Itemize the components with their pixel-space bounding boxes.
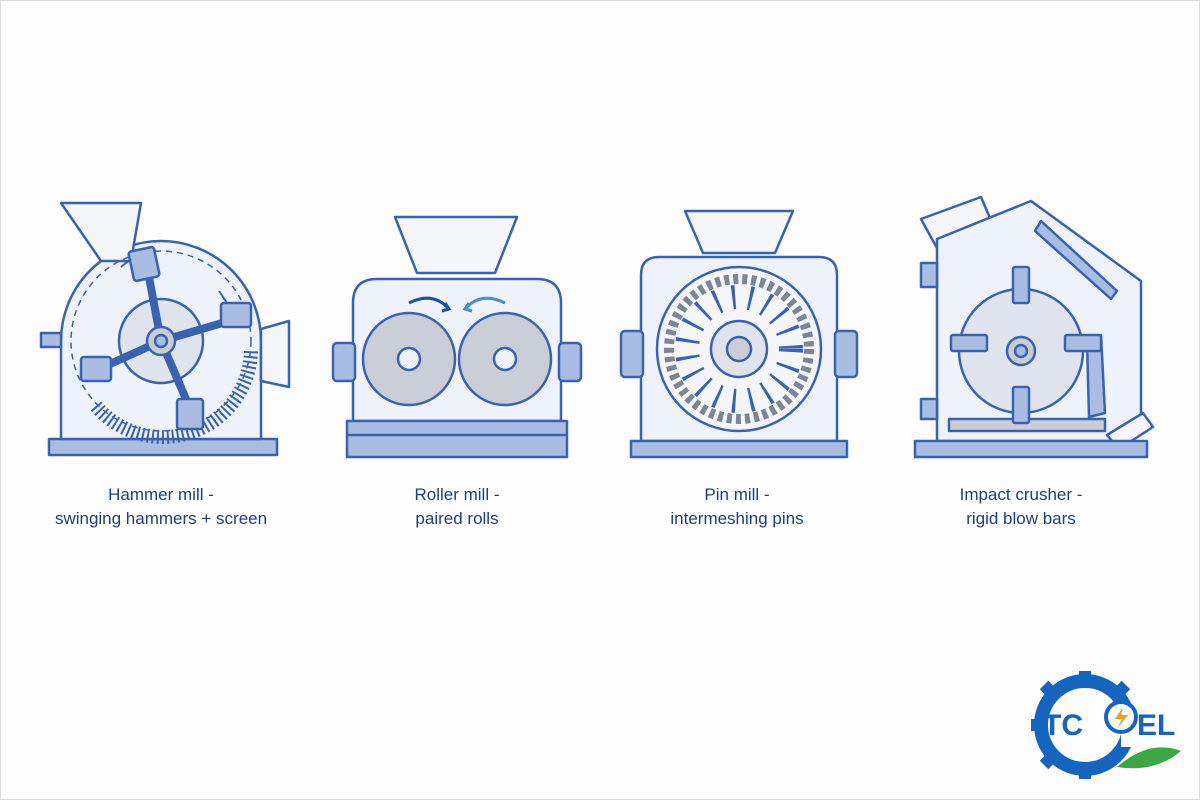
pin-mill-base	[631, 441, 847, 457]
pin-mill-name: Pin mill -	[597, 483, 877, 507]
roller-mill-bearing-right	[559, 343, 581, 381]
impact-crusher-caption: Impact crusher - rigid blow bars	[881, 483, 1161, 531]
roller-mill-bearing-left	[333, 343, 355, 381]
roller-mill-desc: paired rolls	[317, 507, 597, 531]
pin-mill-desc: intermeshing pins	[597, 507, 877, 531]
pin-mill-diagram	[597, 191, 877, 466]
hammer-mill-name: Hammer mill -	[21, 483, 301, 507]
logo-text-right: EL	[1137, 709, 1175, 742]
impact-crusher-drawing	[881, 191, 1161, 466]
roller-mill-base	[347, 421, 567, 457]
impact-crusher-name: Impact crusher -	[881, 483, 1161, 507]
logo-text-left: TC	[1043, 709, 1083, 742]
roller-mill-hopper	[395, 217, 517, 273]
roller-mill-diagram	[317, 191, 597, 466]
hammer-mill-drawing	[21, 191, 301, 466]
pin-mill-hopper	[685, 211, 793, 253]
impact-crusher-desc: rigid blow bars	[881, 507, 1161, 531]
hammer-mill-caption: Hammer mill - swinging hammers + screen	[21, 483, 301, 531]
roller-mill-name: Roller mill -	[317, 483, 597, 507]
pin-mill-bearing-right	[835, 331, 857, 377]
pin-mill-drawing	[597, 191, 877, 466]
roller-mill-caption: Roller mill - paired rolls	[317, 483, 597, 531]
pin-mill-caption: Pin mill - intermeshing pins	[597, 483, 877, 531]
hammer-mill-bolt	[41, 333, 61, 347]
roller-mill-drawing	[317, 191, 597, 466]
impact-crusher-diagram	[881, 191, 1161, 466]
hammer-mill-desc: swinging hammers + screen	[21, 507, 301, 531]
impact-crusher-base	[915, 441, 1147, 457]
hammer-mill-outlet	[261, 321, 289, 387]
hammer-mill-diagram	[21, 191, 301, 466]
tcpel-logo: TC EL	[1029, 669, 1189, 781]
gear-logo-icon: TC EL	[1029, 669, 1189, 781]
pin-mill-bearing-left	[621, 331, 643, 377]
